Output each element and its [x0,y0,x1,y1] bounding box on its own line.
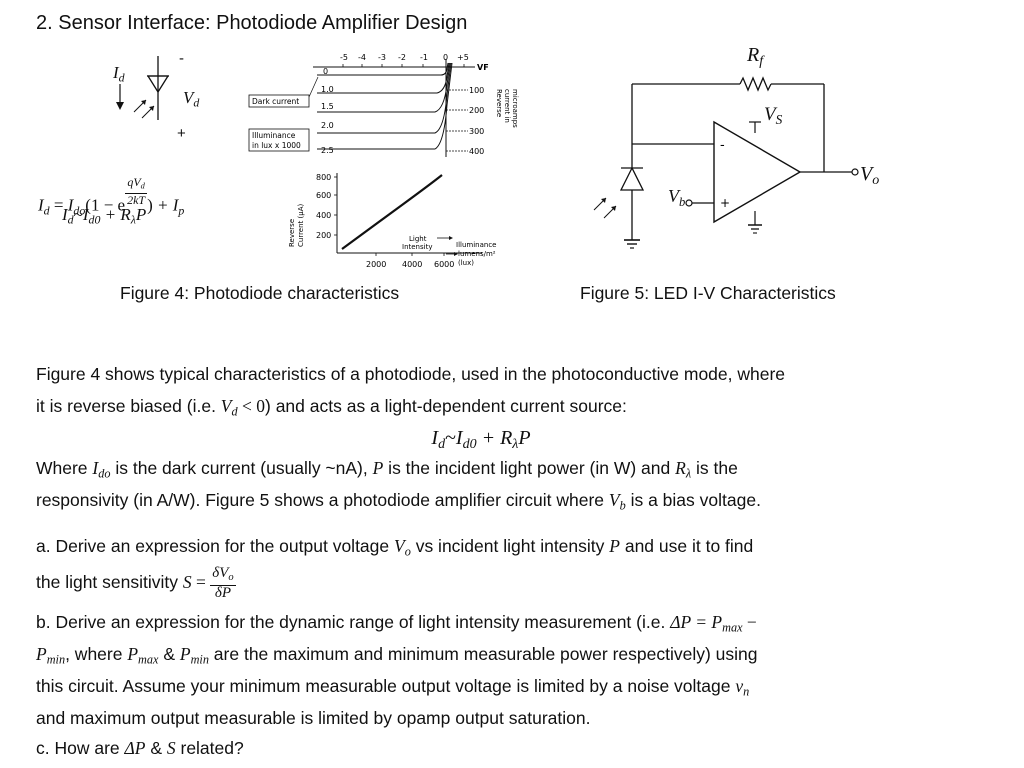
noninverting-sign: + [720,196,730,210]
center-equation: Id~Id0 + RλP [431,427,531,453]
figure-5: - + Rf VS Vo Vb Figure 5: LED I-V Charac… [520,0,1024,310]
paragraph-line: Where Ido is the dark current (usually ~… [36,458,738,481]
approx-equation: Id~Id0 + RλP [62,205,147,227]
y-tick-label: 200 [316,231,331,240]
x-tick-marks [342,64,465,67]
y-axis-label: Current (μA) [297,204,305,247]
rf-label: Rf [747,44,764,70]
y-tick-label: 400 [316,211,331,220]
question-b: this circuit. Assume your minimum measur… [36,676,750,699]
plus-sign: + [177,125,186,142]
vb-terminal [685,199,693,207]
question-b: b. Derive an expression for the dynamic … [36,612,757,635]
page-title: 2. Sensor Interface: Photodiode Amplifie… [36,12,468,34]
photodiode [619,166,645,191]
current-tick: 400 [469,147,484,156]
amplifier-circuit: - + [593,76,859,249]
output-terminal [851,168,859,176]
illuminance-tick: 2.0 [321,121,334,130]
x-tick-label: -4 [358,53,366,62]
x-tick-label: -1 [420,53,428,62]
rf-resistor [739,76,772,92]
vf-label: VF [477,63,489,72]
y-tick-label: 800 [316,173,331,182]
vs-label: VS [764,104,783,127]
illuminance-tick: 1.0 [321,85,334,94]
vd-label: Vd [183,88,200,110]
dark-current-label: Dark current [252,97,299,106]
question-a: a. Derive an expression for the output v… [36,536,754,559]
x-tick-label: 2000 [366,260,386,269]
right-axis-label: Reverse [495,89,503,117]
figure-4-caption: Figure 4: Photodiode characteristics [120,283,400,303]
minus-sign: - [179,50,184,67]
vo-label: Vo [860,163,880,189]
x-tick-label: 6000 [434,260,454,269]
x-tick-label: -3 [378,53,386,62]
x-tick-label: 0 [443,53,448,62]
inverting-sign: - [720,138,725,153]
illuminance-tick: 0 [323,67,328,76]
illuminance-axis-label: lumens/m² [458,250,496,258]
right-axis-label: current in [503,89,511,123]
light-label: Light [409,235,427,243]
question-b: Pmin, where Pmax & Pmin are the maximum … [36,644,758,667]
x-tick-label: -2 [398,53,406,62]
paragraph-line: it is reverse biased (i.e. Vd < 0) and a… [36,396,627,419]
iv-characteristic-plot: -5 -4 -3 -2 -1 0 +5 VF 0 1.0 1.5 2.0 2.5… [248,53,519,157]
current-tick: 200 [469,106,484,115]
paragraph-line: Figure 4 shows typical characteristics o… [36,364,786,384]
illuminance-tick: 1.5 [321,102,334,111]
iv-curves [317,62,453,150]
illuminance-axis-label: (lux) [458,259,474,267]
paragraph-line: responsivity (in A/W). Figure 5 shows a … [36,490,761,513]
opamp-triangle [713,120,802,224]
figure-5-caption: Figure 5: LED I-V Characteristics [580,283,836,303]
vb-label: Vb [668,186,686,209]
illuminance-tick: 2.5 [321,146,334,155]
illuminance-label: Illuminance [252,131,296,140]
current-tick: 300 [469,127,484,136]
question-b: and maximum output measurable is limited… [36,708,591,728]
x-tick-label: 4000 [402,260,422,269]
question-c: c. How are ΔP & S related? [36,738,244,758]
light-label: Intensity [402,243,432,251]
y-tick-label: 600 [316,191,331,200]
right-axis-label: microamps [511,89,519,128]
current-tick: 100 [469,86,484,95]
response-curve [341,174,443,250]
illuminance-label: in lux x 1000 [252,141,301,150]
light-response-plot: 800 600 400 200 2000 4000 6000 Reverse C… [288,173,496,269]
x-tick-label: -5 [340,53,348,62]
id-label: Id [113,63,125,85]
x-tick-label: +5 [457,53,469,62]
y-axis-label: Reverse [288,219,296,247]
illuminance-axis-label: Illuminance [456,241,496,249]
photodiode-symbol [116,56,170,120]
